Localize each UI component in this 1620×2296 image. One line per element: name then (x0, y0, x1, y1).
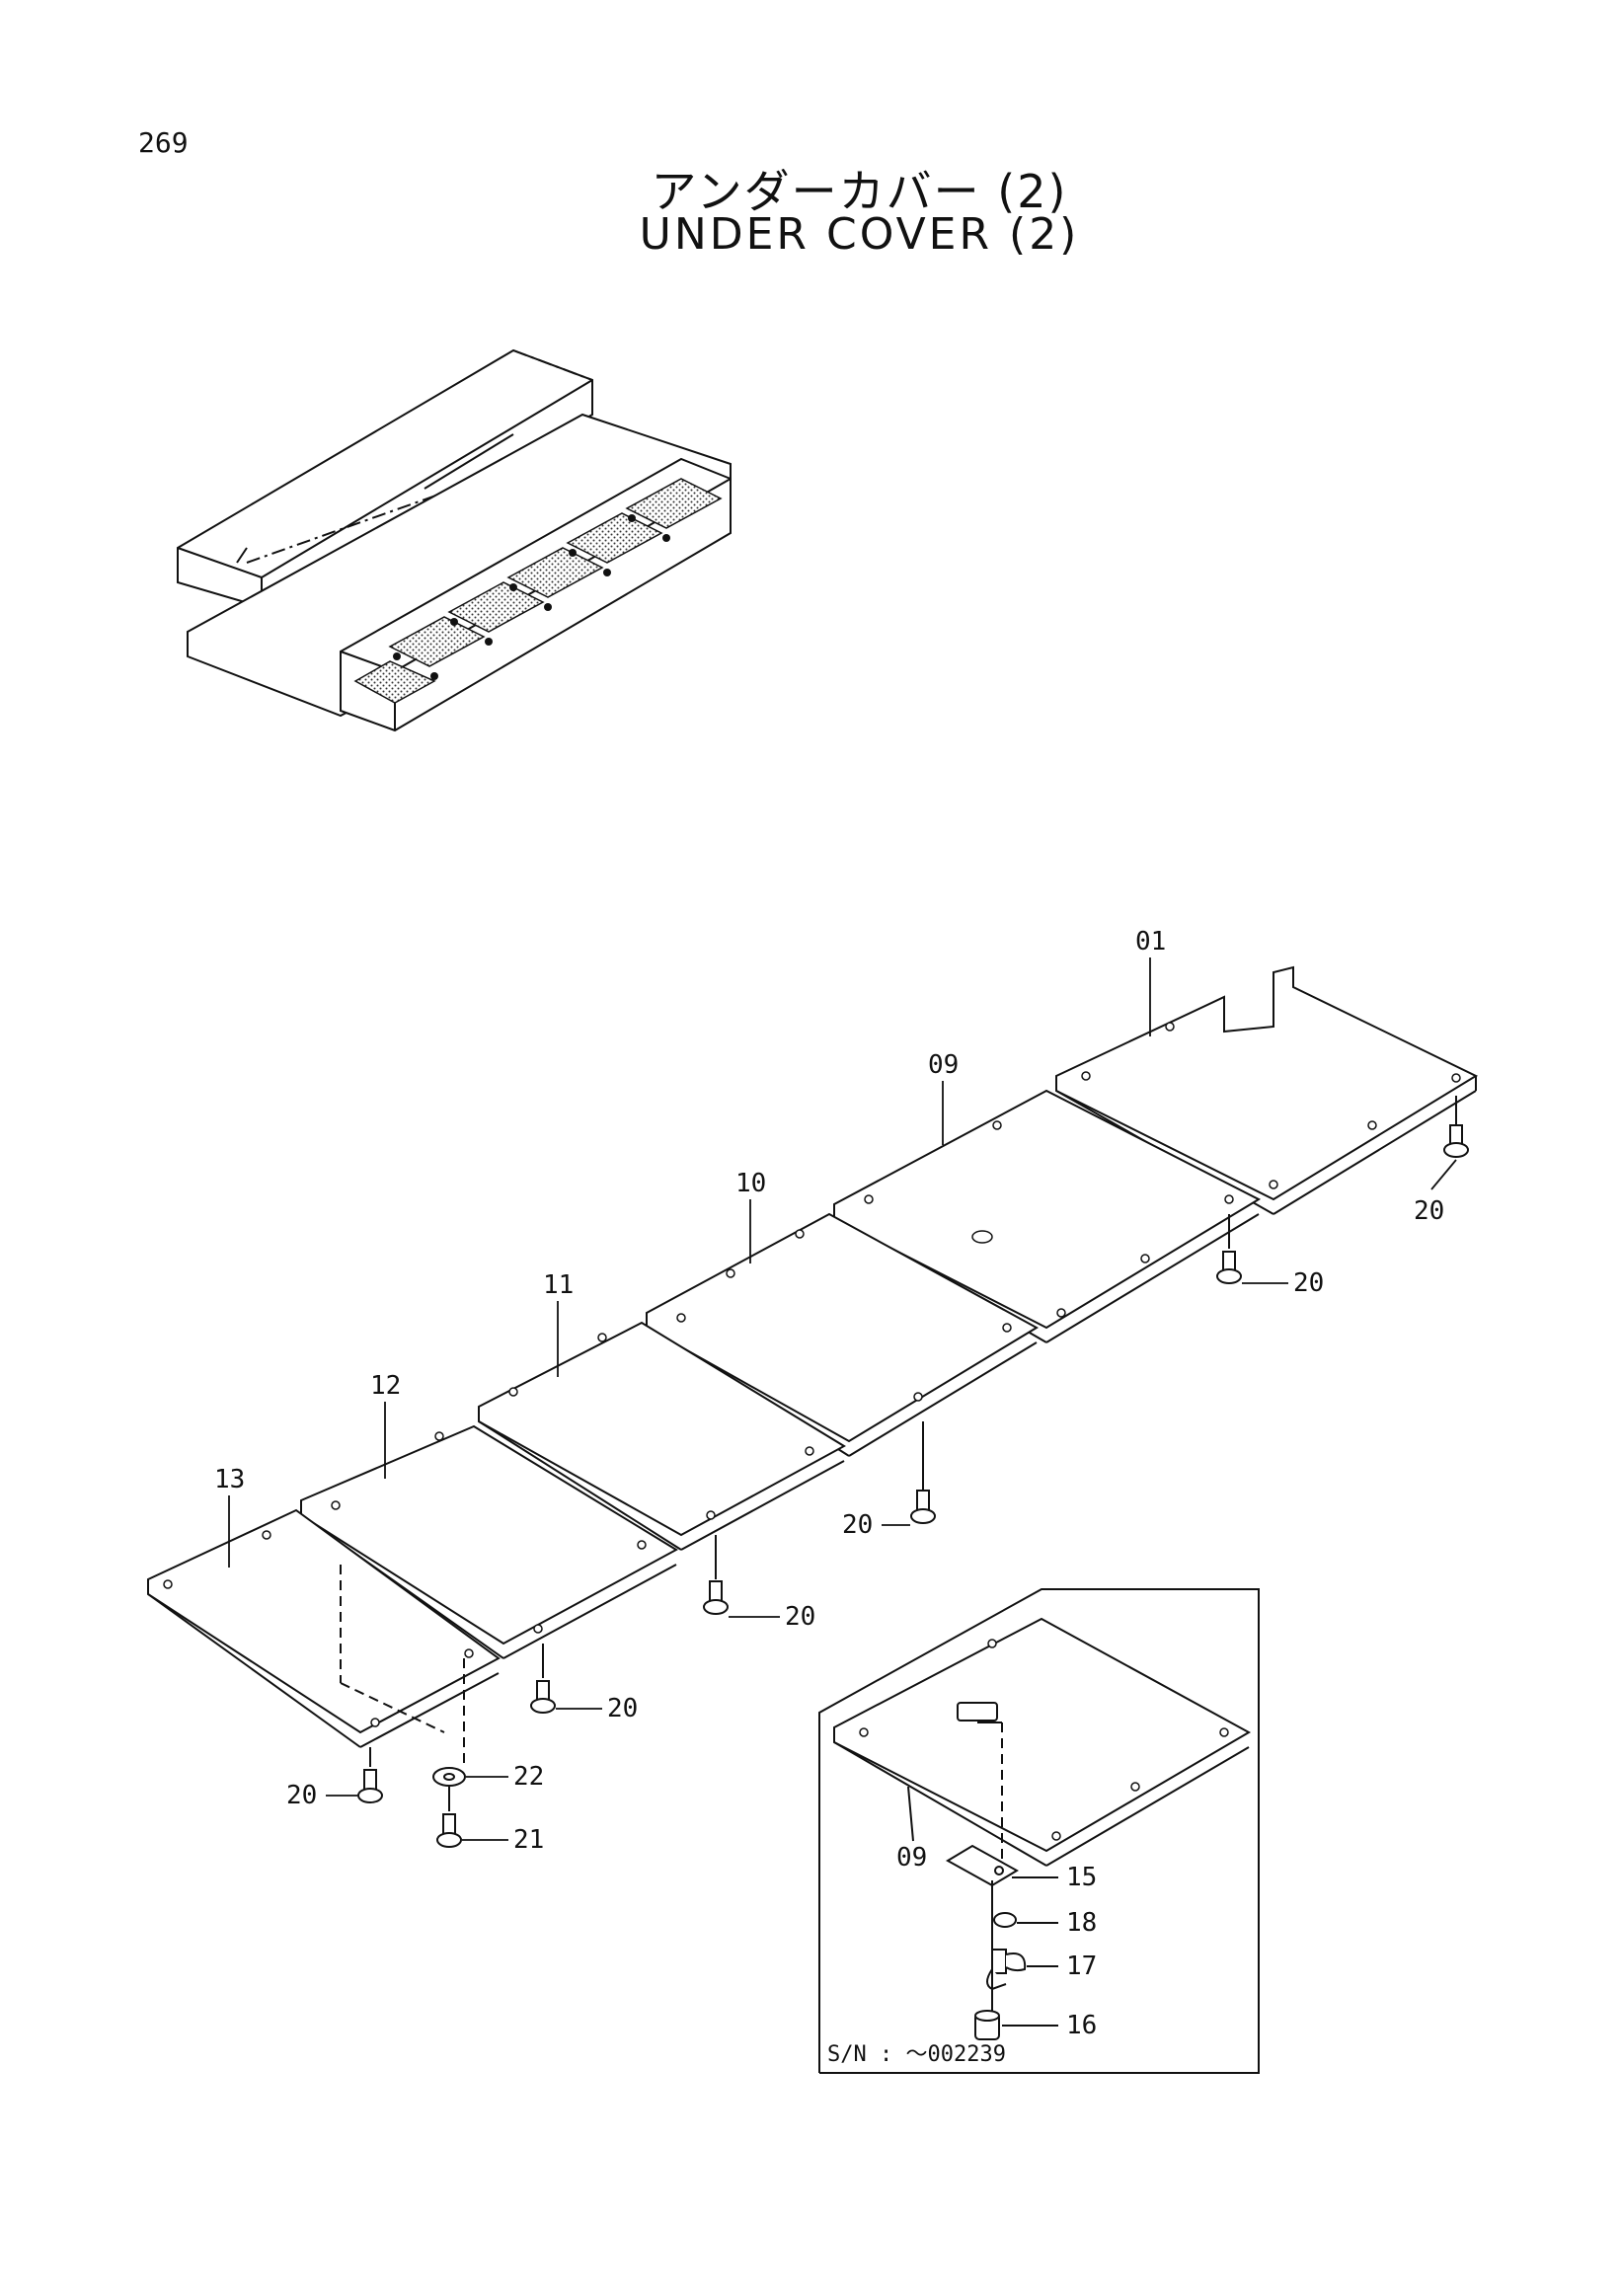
panel-13 (147, 1508, 501, 1734)
callout-20: 20 (785, 1602, 815, 1632)
panel-01 (1055, 965, 1479, 1201)
serial-number-note: S/N : ～002239 (827, 2042, 1006, 2067)
callout-20: 20 (607, 1694, 638, 1723)
panel-11 (478, 1321, 846, 1537)
callout-11: 11 (543, 1270, 574, 1300)
callout-21: 21 (513, 1825, 544, 1855)
callout-15: 15 (1066, 1863, 1097, 1892)
page-number: 269 (138, 126, 189, 159)
hidden-lines (340, 1565, 465, 1767)
callout-09: 09 (928, 1050, 959, 1080)
cover-panels (147, 965, 1479, 1748)
bolt-icon (530, 1644, 556, 1714)
bolt-icon (703, 1535, 729, 1615)
callout-12: 12 (370, 1371, 401, 1401)
inset-callout-09: 09 (896, 1843, 927, 1873)
callout-22: 22 (513, 1762, 544, 1792)
callout-20: 20 (1414, 1196, 1444, 1226)
bracket-icon (946, 1844, 1019, 1887)
panel-holes (163, 1022, 1461, 1727)
callout-20: 20 (286, 1781, 317, 1810)
bolt-icon (357, 1747, 383, 1803)
callout-16: 16 (1066, 2011, 1097, 2040)
washer-icon (993, 1912, 1017, 1928)
page-title-japanese: アンダーカバー (2) (651, 165, 1068, 218)
inset-detail (818, 1588, 1260, 2074)
inset-frame (818, 1588, 1260, 2074)
inset-panel-09 (833, 1617, 1252, 1853)
callout-20: 20 (842, 1510, 873, 1540)
bolt-icon (1216, 1214, 1242, 1284)
callout-10: 10 (735, 1169, 766, 1198)
bolt-icon (1443, 1096, 1469, 1158)
callout-13: 13 (214, 1465, 245, 1494)
leader-lines (228, 957, 1457, 1841)
callout-01: 01 (1135, 927, 1166, 957)
page-title-english: UNDER COVER (2) (639, 209, 1080, 260)
callout-20: 20 (1293, 1268, 1324, 1298)
rubber-cushion-icon (974, 2010, 1000, 2040)
callout-18: 18 (1066, 1908, 1097, 1938)
washer-icon (432, 1767, 466, 1787)
overview-illustration (177, 348, 732, 732)
bolt-icon (436, 1787, 462, 1848)
bolt-icon (910, 1421, 936, 1524)
bolts (357, 1096, 1469, 1848)
callout-17: 17 (1066, 1952, 1097, 1981)
